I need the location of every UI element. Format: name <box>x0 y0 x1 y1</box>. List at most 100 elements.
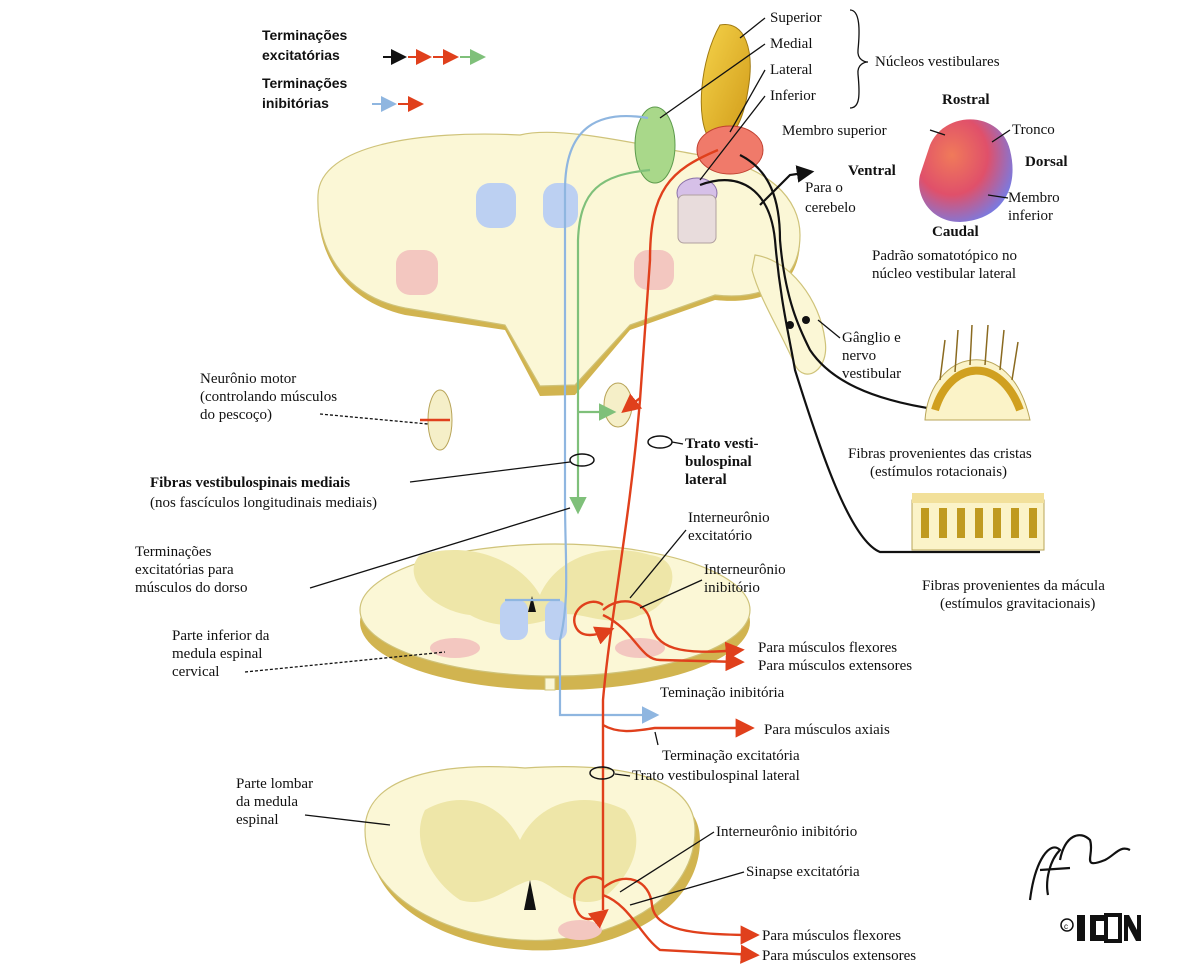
logo-n-shape <box>1124 915 1141 941</box>
leader-superior <box>740 18 765 38</box>
neck-motor-neuron-right <box>604 383 632 427</box>
label-macula-fibers: Fibras provenientes da mácula (estímulos… <box>922 578 1109 612</box>
label-rostral: Rostral <box>942 92 990 108</box>
lumbar-l2: da medula <box>236 794 298 810</box>
macula-hair-cells <box>925 508 1033 538</box>
label-lateral-tract: Trato vesti- bulospinal lateral <box>685 436 762 488</box>
crista-l2: (estímulos rotacionais) <box>870 464 1007 480</box>
ganglion-l2: nervo <box>842 348 876 364</box>
label-caudal: Caudal <box>932 224 979 240</box>
nuclei-brace <box>850 10 868 108</box>
crista-organ <box>925 325 1030 420</box>
inferior-nucleus-column <box>678 195 716 243</box>
legend-excitatory-label: Terminações excitatórias <box>262 27 351 63</box>
medulla-section <box>318 24 826 396</box>
lateral-tract-l1: Trato vesti- <box>685 436 758 452</box>
ganglion-l1: Gânglio e <box>842 330 901 346</box>
label-medial-fibers-sub: (nos fascículos longitudinais mediais) <box>150 495 377 511</box>
cervical-l1: Parte inferior da <box>172 628 270 644</box>
crista-l1: Fibras provenientes das cristas <box>848 446 1032 462</box>
back-muscles-l2: excitatórias para <box>135 562 234 578</box>
motor-neuron-l1: Neurônio motor <box>200 371 296 387</box>
label-lower-limb: Membro inferior <box>1008 190 1063 224</box>
label-dorsal: Dorsal <box>1025 154 1068 170</box>
legend-inhibitory-label: Terminações inibitórias <box>262 75 351 111</box>
label-motor-neuron: Neurônio motor (controlando músculos do … <box>200 371 341 423</box>
macula-l1: Fibras provenientes da mácula <box>922 578 1105 594</box>
icon-logo: c <box>1061 915 1141 941</box>
legend-inhibitory-l1: Terminações <box>262 75 348 91</box>
logo-bar-i <box>1077 915 1085 941</box>
lumbar-pink-tract <box>558 920 602 940</box>
cervical-pink-tract-left <box>430 638 480 658</box>
label-excit-ending: Terminação excitatória <box>662 748 800 764</box>
macula-otolith-layer <box>912 493 1044 503</box>
cervical-root-stub <box>545 678 555 690</box>
netter-signature <box>1030 835 1130 900</box>
label-excit-interneuron: Interneurônio excitatório <box>688 510 773 544</box>
medulla-pink-nucleus-right <box>634 250 674 290</box>
legend-inhibitory-l2: inibitórias <box>262 95 329 111</box>
lumbar-l3: espinal <box>236 812 279 828</box>
label-ventral: Ventral <box>848 163 896 179</box>
cervical-section <box>360 544 750 690</box>
to-cerebellum-l2: cerebelo <box>805 200 856 216</box>
back-muscles-l1: Terminações <box>135 544 212 560</box>
label-to-extensors-2: Para músculos extensores <box>762 948 916 964</box>
label-lateral-tract-2: Trato vestibulospinal lateral <box>632 768 800 784</box>
inhib-interneuron-l1: Interneurônio <box>704 562 786 578</box>
lateral-nucleus <box>697 126 763 174</box>
ganglion-cell-1 <box>786 321 794 329</box>
red-to-axial <box>603 725 750 731</box>
motor-neuron-l2: (controlando músculos <box>200 389 337 405</box>
logo-c: c <box>1064 922 1068 931</box>
label-inhib-interneuron-2: Interneurônio inibitório <box>716 824 857 840</box>
lateral-tract-l3: lateral <box>685 472 727 488</box>
lumbar-l1: Parte lombar <box>236 776 313 792</box>
cervical-l2: medula espinal <box>172 646 262 662</box>
leader-excit-ending <box>655 732 658 745</box>
to-cerebellum-l1: Para o <box>805 180 843 196</box>
label-inferior: Inferior <box>770 88 816 104</box>
medulla-blue-nucleus-right <box>543 183 578 228</box>
label-excit-synapse: Sinapse excitatória <box>746 864 860 880</box>
label-medial: Medial <box>770 36 813 52</box>
label-trunk: Tronco <box>1012 122 1055 138</box>
medulla-pink-nucleus-left <box>396 250 438 295</box>
signature-stroke <box>1030 835 1130 900</box>
macula-l2: (estímulos gravitacionais) <box>940 596 1095 612</box>
macula-organ <box>912 493 1044 550</box>
lateral-tract-marker <box>648 436 672 448</box>
legend: Terminações excitatórias Terminações ini… <box>262 27 482 111</box>
back-muscles-l3: músculos do dorso <box>135 580 248 596</box>
label-to-cerebellum: Para o cerebelo <box>805 180 856 216</box>
leader-motor-neuron <box>320 414 428 424</box>
label-crista-fibers: Fibras provenientes das cristas (estímul… <box>848 446 1035 480</box>
label-to-extensors-1: Para músculos extensores <box>758 658 912 674</box>
leader-lateral-tract <box>672 442 683 444</box>
label-lower-limb-l1: Membro <box>1008 190 1060 206</box>
label-somatotopic-caption: Padrão somatotópico no núcleo vestibular… <box>872 248 1021 282</box>
label-vestibular-nuclei: Núcleos vestibulares <box>875 54 1000 70</box>
label-to-axial: Para músculos axiais <box>764 722 890 738</box>
label-superior: Superior <box>770 10 822 26</box>
label-back-muscles: Terminações excitatórias para músculos d… <box>135 544 248 596</box>
label-lower-limb-l2: inferior <box>1008 208 1053 224</box>
logo-o-shape <box>1106 915 1120 941</box>
lateral-tract-l2: bulospinal <box>685 454 752 470</box>
excit-interneuron-l2: excitatório <box>688 528 752 544</box>
legend-excitatory-l2: excitatórias <box>262 47 340 63</box>
caption-l1: Padrão somatotópico no <box>872 248 1017 264</box>
label-ganglion: Gânglio e nervo vestibular <box>842 330 904 382</box>
label-lateral: Lateral <box>770 62 812 78</box>
label-inhib-ending: Teminação inibitória <box>660 685 785 701</box>
label-to-flexors-1: Para músculos flexores <box>758 640 897 656</box>
medulla-blue-nucleus-left <box>476 183 516 228</box>
somatotopic-map <box>919 119 1012 222</box>
label-medial-fibers: Fibras vestibulospinais mediais <box>150 475 350 491</box>
label-upper-limb: Membro superior <box>782 123 887 139</box>
cervical-blue-tract-left <box>500 600 528 640</box>
inhib-interneuron-l2: inibitório <box>704 580 760 596</box>
